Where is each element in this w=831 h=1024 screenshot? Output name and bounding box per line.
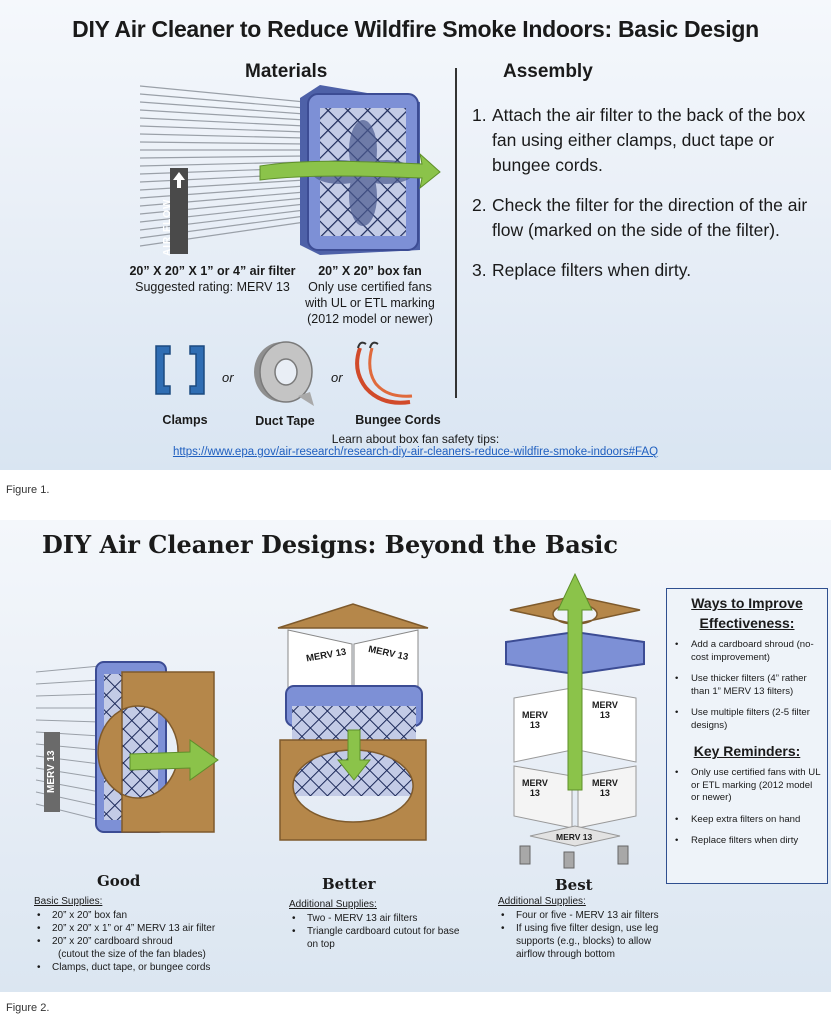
duct-tape-icon (254, 341, 314, 406)
better-supplies-heading: Additional Supplies: (289, 899, 377, 910)
good-supplies: Basic Supplies: 20” x 20” box fan 20” x … (34, 895, 274, 974)
better-triangle-top (277, 603, 429, 629)
good-airflow-arrow (129, 739, 219, 781)
assembly-step: 1.Attach the air filter to the back of t… (472, 105, 806, 175)
best-supplies-heading: Additional Supplies: (498, 896, 586, 907)
filter-and-fan-illustration (140, 85, 441, 255)
clamps-icon (155, 345, 205, 395)
best-airflow-arrow (557, 572, 593, 791)
good-cardboard-shroud (97, 671, 215, 833)
ways-item: Use multiple filters (2-5 filter designs… (667, 707, 823, 732)
good-supply-item-note: (cutout the size of the fan blades) (58, 949, 206, 960)
good-supply-item: 20” x 20” cardboard shroud (34, 935, 274, 948)
reminders-list: Only use certified fans with UL or ETL m… (667, 767, 827, 848)
figure1-panel: DIY Air Cleaner to Reduce Wildfire Smoke… (0, 0, 831, 470)
best-leg-supports (519, 845, 629, 869)
assembly-steps: 1.Attach the air filter to the back of t… (472, 103, 822, 298)
fan-caption-line2: Only use certified fans (308, 280, 432, 294)
better-label: Better (322, 875, 376, 893)
assembly-heading: Assembly (503, 61, 593, 82)
best-merv-label-bottom: MERV 13 (556, 832, 593, 842)
better-supply-item: Triangle cardboard cutout for base on to… (289, 925, 469, 951)
figure2-panel: DIY Air Cleaner Designs: Beyond the Basi… (0, 520, 831, 992)
filter-caption-line1: 20” X 20” X 1” or 4” air filter (129, 264, 296, 278)
airflow-arrow-icon (173, 172, 185, 188)
fan-caption-line3: with UL or ETL marking (305, 296, 435, 310)
good-supply-item: Clamps, duct tape, or bungee cords (34, 961, 274, 974)
ways-to-improve-box: Ways to Improve Effectiveness: Add a car… (666, 588, 828, 884)
reminders-item: Replace filters when dirty (667, 835, 823, 848)
learn-more-text: Learn about box fan safety tips: (331, 432, 500, 446)
better-supplies: Additional Supplies: Two - MERV 13 air f… (289, 898, 469, 951)
best-design-illustration (505, 572, 645, 869)
good-supply-item: 20” x 20” x 1” or 4” MERV 13 air filter (34, 922, 274, 935)
bungee-cord-icon (355, 341, 413, 405)
reminders-item: Keep extra filters on hand (667, 814, 823, 827)
assembly-step: 2.Check the filter for the direction of … (472, 195, 808, 240)
airflow-green-arrow (259, 152, 441, 190)
materials-heading: Materials (245, 61, 328, 82)
epa-faq-link[interactable]: https://www.epa.gov/air-research/researc… (172, 446, 659, 458)
figure2-title: DIY Air Cleaner Designs: Beyond the Basi… (41, 530, 619, 559)
reminders-item: Only use certified fans with UL or ETL m… (667, 767, 823, 805)
section-divider (455, 68, 457, 398)
clamps-label: Clamps (162, 413, 208, 427)
filter-caption: 20” X 20” X 1” or 4” air filter Suggeste… (120, 263, 305, 295)
fan-caption-line4: (2012 model or newer) (307, 312, 433, 326)
or-text-2: or (331, 370, 343, 385)
good-supplies-heading: Basic Supplies: (34, 896, 103, 907)
airflow-strip (170, 168, 188, 254)
good-supply-item: 20” x 20” box fan (34, 909, 274, 922)
fan-caption: 20” X 20” box fan Only use certified fan… (295, 263, 445, 327)
duct-tape-label: Duct Tape (255, 414, 315, 428)
bungee-cords-label: Bungee Cords (355, 413, 441, 427)
better-design-illustration (277, 603, 429, 841)
reminders-heading: Key Reminders: (693, 743, 801, 759)
best-supplies: Additional Supplies: Four or five - MERV… (498, 895, 678, 961)
assembly-step-text: Check the filter for the direction of th… (492, 195, 808, 240)
assembly-step-text: Attach the air filter to the back of the… (492, 105, 806, 175)
better-supply-item: Two - MERV 13 air filters (289, 912, 469, 925)
better-cardboard-shroud (279, 739, 427, 841)
ways-item: Use thicker filters (4” rather than 1” M… (667, 673, 823, 698)
figure2-caption: Figure 2. (6, 1002, 50, 1014)
filter-caption-line2: Suggested rating: MERV 13 (135, 280, 290, 294)
best-supply-item: If using five filter design, use leg sup… (498, 922, 678, 961)
good-merv-label: MERV 13 (46, 750, 57, 794)
figure1-title: DIY Air Cleaner to Reduce Wildfire Smoke… (72, 16, 759, 42)
better-airflow-arrow (336, 729, 372, 781)
figure1-caption: Figure 1. (6, 484, 50, 496)
fan-caption-line1: 20” X 20” box fan (318, 264, 422, 278)
ways-heading: Ways to Improve Effectiveness: (691, 595, 803, 631)
ways-list: Add a cardboard shroud (no-cost improvem… (667, 639, 827, 732)
best-filter-bottom (529, 825, 621, 847)
good-design-illustration (35, 661, 219, 833)
airflow-label: AIR FLOW (162, 198, 173, 256)
ways-item: Add a cardboard shroud (no-cost improvem… (667, 639, 823, 664)
assembly-step-text: Replace filters when dirty. (492, 260, 692, 280)
best-supply-item: Four or five - MERV 13 air filters (498, 909, 678, 922)
or-text-1: or (222, 370, 234, 385)
good-merv-strip (44, 732, 60, 812)
best-label: Best (555, 876, 593, 894)
good-label: Good (97, 872, 141, 890)
assembly-step: 3.Replace filters when dirty. (472, 260, 692, 280)
